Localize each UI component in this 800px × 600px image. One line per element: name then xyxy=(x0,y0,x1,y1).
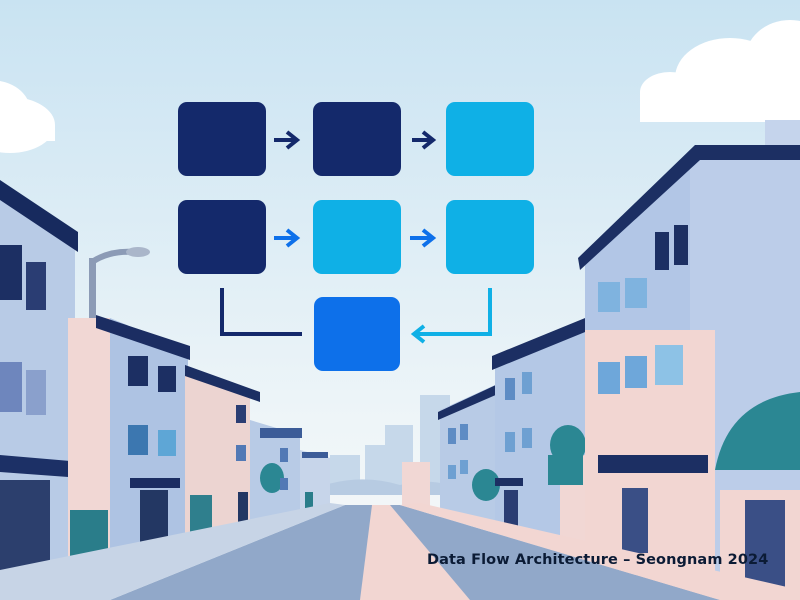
center-lane xyxy=(360,505,470,600)
block-r2c2 xyxy=(313,200,401,274)
connector-r2c3-r3c2 xyxy=(410,288,492,344)
cloud-left xyxy=(0,80,55,153)
connector-r1c2-r1c3 xyxy=(412,130,437,150)
sidewalk-right xyxy=(400,503,800,600)
block-r1c1 xyxy=(178,102,266,176)
sidewalk-left xyxy=(0,503,345,600)
building-left-back-3 xyxy=(300,450,330,518)
connector-r1c1-r1c2 xyxy=(274,130,301,150)
connector-r2c1-r2c2 xyxy=(274,228,301,248)
building-left-back-2 xyxy=(250,420,302,528)
building-left-back-1 xyxy=(185,365,260,545)
connector-r2c1-r3c2 xyxy=(220,288,302,336)
block-r1c3 xyxy=(446,102,534,176)
flow-diagram xyxy=(178,102,534,371)
connector-r2c2-r2c3 xyxy=(410,228,437,248)
block-r1c2 xyxy=(313,102,401,176)
cloud-right xyxy=(640,20,800,122)
block-r2c1 xyxy=(178,200,266,274)
block-r3c2 xyxy=(314,297,400,371)
block-r2c3 xyxy=(446,200,534,274)
building-left-mid xyxy=(96,315,190,560)
image-caption: Data Flow Architecture – Seongnam 2024 xyxy=(427,552,769,568)
building-left-front xyxy=(0,180,82,600)
